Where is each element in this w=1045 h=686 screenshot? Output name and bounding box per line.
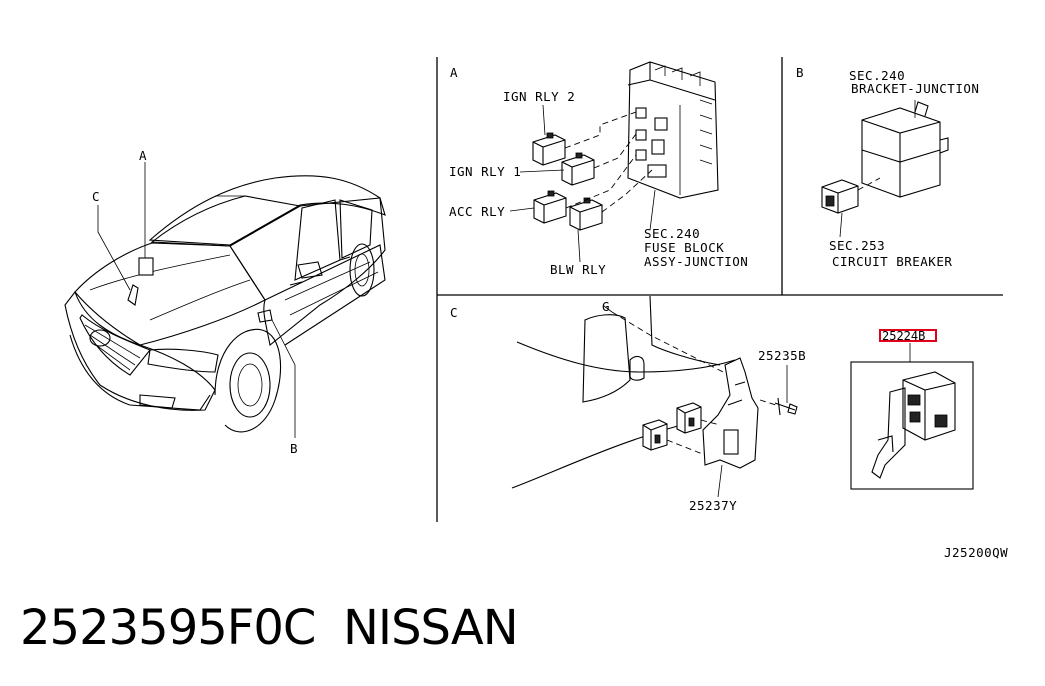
fuse-block-drawing bbox=[509, 61, 719, 263]
ign-rly-1-relay bbox=[561, 152, 595, 186]
label-point-g: G bbox=[602, 299, 610, 314]
label-highlighted-part: 25224B bbox=[882, 329, 925, 343]
label-blw-rly: BLW RLY bbox=[550, 262, 606, 277]
caption-brand: NISSAN bbox=[343, 600, 519, 656]
junction-bracket-drawing bbox=[821, 100, 949, 238]
label-ign-rly-1: IGN RLY 1 bbox=[449, 164, 521, 179]
label-bracket-sec: SEC.240 bbox=[849, 68, 905, 83]
panel-c-letter: C bbox=[450, 305, 458, 320]
car-callout-b: B bbox=[290, 441, 298, 456]
inset-relay-drawing bbox=[871, 371, 956, 479]
label-circuit-breaker: CIRCUIT BREAKER bbox=[832, 254, 952, 269]
panel-a-letter: A bbox=[450, 65, 458, 80]
drawing-code: J25200QW bbox=[944, 545, 1008, 560]
label-fuse-block-sec: SEC.240 bbox=[644, 226, 700, 241]
label-acc-rly: ACC RLY bbox=[449, 204, 505, 219]
mounting-drawing bbox=[511, 295, 798, 498]
car-callout-c: C bbox=[92, 189, 100, 204]
car-callout-a: A bbox=[139, 148, 147, 163]
label-bracket-junction: BRACKET-JUNCTION bbox=[851, 81, 979, 96]
label-part-25237y: 25237Y bbox=[689, 498, 737, 513]
blw-rly-relay bbox=[569, 197, 603, 231]
panel-frames bbox=[436, 57, 1003, 522]
label-circuit-breaker-sec: SEC.253 bbox=[829, 238, 885, 253]
car-illustration bbox=[64, 162, 386, 438]
highlight-box bbox=[879, 329, 937, 342]
caption-part-number: 2523595F0C bbox=[20, 600, 316, 656]
panel-b-letter: B bbox=[796, 65, 804, 80]
label-fuse-block-line1: FUSE BLOCK bbox=[644, 240, 724, 255]
label-ign-rly-2: IGN RLY 2 bbox=[503, 89, 575, 104]
acc-rly-relay bbox=[533, 190, 567, 224]
inset-frame bbox=[850, 361, 974, 490]
label-part-25235b: 25235B bbox=[758, 348, 806, 363]
ign-rly-2-relay bbox=[532, 132, 566, 166]
label-fuse-block-line2: ASSY-JUNCTION bbox=[644, 254, 748, 269]
